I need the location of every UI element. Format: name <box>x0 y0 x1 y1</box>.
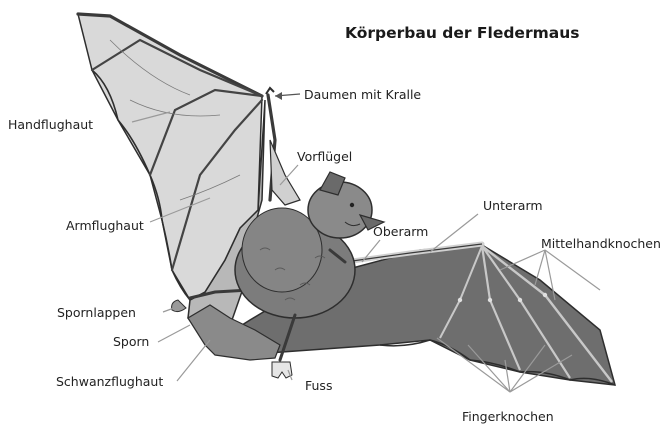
label-daumen: Daumen mit Kralle <box>304 87 421 102</box>
label-oberarm: Oberarm <box>373 224 428 239</box>
label-fingerknochen: Fingerknochen <box>462 409 554 424</box>
vorfluegel-membrane <box>270 140 300 205</box>
label-fuss: Fuss <box>305 378 332 393</box>
label-unterarm: Unterarm <box>483 198 543 213</box>
label-spornlappen: Spornlappen <box>57 305 136 320</box>
diagram-title: Körperbau der Fledermaus <box>345 24 579 42</box>
label-handflughaut: Handflughaut <box>8 117 93 132</box>
label-schwanzflughaut: Schwanzflughaut <box>56 374 163 389</box>
label-vorfluegel: Vorflügel <box>297 149 352 164</box>
foot-shape <box>272 362 292 378</box>
label-sporn: Sporn <box>113 334 149 349</box>
label-armflughaut: Armflughaut <box>66 218 144 233</box>
label-mittelhandknochen: Mittelhandknochen <box>541 236 661 251</box>
